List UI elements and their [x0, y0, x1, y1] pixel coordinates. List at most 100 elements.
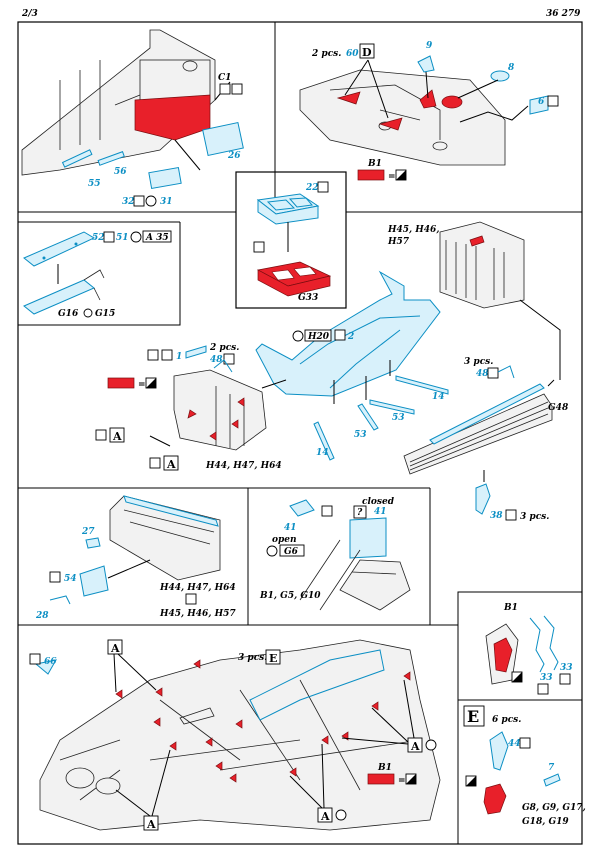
label-44: 44 — [508, 739, 521, 749]
label-a35: A 35 — [145, 233, 169, 243]
label-53b: 53 — [392, 413, 405, 423]
callout-a-right: A — [410, 740, 420, 753]
label-27: 27 — [81, 527, 95, 537]
red-part-d1 — [336, 91, 361, 105]
label-b1-bcm: B1, G5, G10 — [259, 591, 321, 601]
roll-icon — [185, 593, 197, 605]
label-54: 54 — [64, 574, 77, 584]
part-h45-box — [439, 221, 525, 309]
pe-part-14a — [313, 421, 335, 461]
panel-bottom-left-mid: 27 54 28 H44, H47, H64 H45, H46, H57 — [35, 495, 236, 621]
pe-part-55 — [61, 149, 93, 168]
square-bend-icon — [219, 83, 231, 95]
label-1: 1 — [176, 352, 182, 362]
label-g33: G33 — [298, 293, 318, 303]
pe-part-41-closed — [349, 517, 387, 559]
panel-bottom-right-mid: B1 33 33 — [485, 603, 573, 695]
label-7: 7 — [548, 763, 555, 773]
label-33a: 33 — [560, 663, 573, 673]
part-vehicle-front — [39, 639, 441, 831]
label-g48: G48 — [548, 403, 569, 413]
check-bend-icon — [103, 231, 115, 243]
panel-main: H45, H46, H57 H20 2 2 pcs. 48 1 = A — [95, 221, 569, 522]
callout-a-top: A — [110, 642, 120, 655]
red-painted-area — [134, 94, 211, 141]
panel-frames — [17, 21, 583, 845]
check-bend-icon — [334, 329, 346, 341]
red-triangle — [237, 397, 245, 407]
pe-rack-e — [249, 649, 385, 721]
set-number: 36 279 — [546, 9, 581, 19]
label-qty3: 3 pcs. — [464, 357, 493, 367]
replace-icon — [292, 330, 304, 342]
label-48b: 48 — [476, 369, 489, 379]
label-33b: 33 — [540, 673, 553, 683]
check-bend-icon — [49, 571, 61, 583]
red-triangle — [209, 431, 217, 441]
pe-part-31 — [148, 166, 182, 190]
red-part-8-base — [441, 95, 463, 109]
roll-icon — [95, 429, 107, 441]
callout-a1: A — [112, 430, 122, 443]
label-51: 51 — [116, 233, 129, 243]
label-9: 9 — [426, 41, 433, 51]
label-h44: H44, H47, H64 — [205, 461, 282, 471]
svg-text:=: = — [388, 172, 396, 182]
label-32: 32 — [122, 197, 135, 207]
callout-a-box — [163, 455, 179, 471]
roll-icon — [145, 195, 157, 207]
svg-text:=: = — [398, 776, 406, 786]
callout-a-box — [317, 807, 333, 823]
page-number: 2/3 — [21, 9, 38, 19]
panel-center-box: 22 G33 — [253, 181, 332, 303]
callout-e-large-box — [463, 705, 485, 727]
replace-icon — [266, 545, 278, 557]
roll-icon — [425, 739, 437, 751]
red-paint-swatch — [107, 377, 135, 389]
pe-part-41-open — [289, 499, 315, 517]
roll-icon — [487, 367, 499, 379]
callout-a-box — [109, 427, 125, 443]
pe-part-14b — [395, 375, 449, 395]
pe-part-9 — [417, 55, 435, 73]
label-qty3b: 3 pcs. — [520, 512, 549, 522]
part-g48-grill — [403, 393, 553, 475]
callout-d: D — [362, 46, 372, 59]
label-55: 55 — [88, 179, 101, 189]
red-triangle — [187, 409, 197, 419]
check-bend-icon — [519, 737, 531, 749]
panel-top-right: 2 pcs. 60 D 9 8 6 B1 = — [299, 41, 559, 182]
label-b1: B1 — [367, 159, 382, 169]
label-48a: 48 — [210, 355, 223, 365]
ref-a35-box — [142, 230, 172, 243]
panel-bottom: 66 A 3 pcs. E A B1 = A A — [29, 639, 441, 831]
pe-part-7 — [543, 773, 561, 787]
square-bend-icon — [147, 349, 159, 361]
label-qty2: 2 pcs. — [209, 343, 239, 353]
pe-part-38 — [475, 483, 491, 515]
pe-part-26 — [202, 121, 244, 157]
label-qty: 2 pcs. — [311, 49, 341, 59]
label-g6: G6 — [284, 547, 299, 557]
label-6: 6 — [538, 97, 545, 107]
red-triangle — [231, 419, 239, 429]
panel-bottom-center-mid: 41 open G6 ? closed 41 B1, G5, G10 — [259, 497, 411, 611]
panel-bottom-right: E 6 pcs. 44 7 G8, G9, G17, G18, G19 — [463, 705, 586, 827]
pe-part-6 — [529, 95, 549, 115]
label-8: 8 — [508, 63, 515, 73]
callout-a-bottom2: A — [320, 810, 330, 823]
ref-h20-box — [304, 329, 332, 342]
label-66: 66 — [44, 657, 57, 667]
roll-icon — [223, 353, 235, 365]
label-closed: closed — [362, 497, 395, 507]
label-38: 38 — [490, 511, 503, 521]
roll-icon — [149, 457, 161, 469]
label-h45-bl: H45, H46, H57 — [159, 609, 236, 619]
label-h44-bl: H44, H47, H64 — [159, 583, 236, 593]
panel-left-mid: 52 51 A 35 G16 G15 — [23, 230, 172, 319]
pe-part-52 — [23, 231, 96, 267]
label-26: 26 — [227, 151, 241, 161]
label-g15: G15 — [95, 309, 115, 319]
label-h45-top: H45, H46, — [387, 225, 439, 235]
